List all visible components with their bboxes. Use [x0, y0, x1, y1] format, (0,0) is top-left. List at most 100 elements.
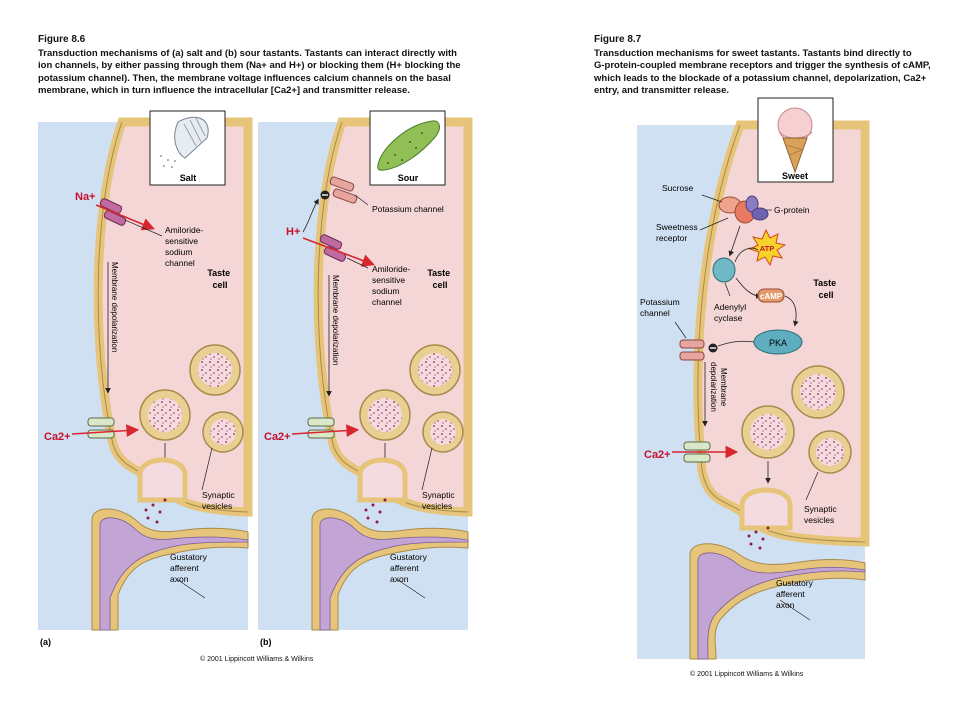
h-arrow — [302, 237, 375, 267]
gustatory-axon-label-a: Gustatory afferent axon — [170, 552, 209, 584]
leader-line — [124, 219, 163, 237]
atp-burst-icon: ATP — [748, 228, 787, 267]
release-site-b — [357, 457, 408, 524]
h-block-arrow — [302, 198, 319, 233]
release-site-a — [137, 457, 188, 524]
release-site-sweet — [739, 487, 793, 550]
sodium-channel-a — [99, 198, 127, 226]
synaptic-vesicles-label-sweet: Synaptic vesicles — [804, 504, 839, 525]
pka-block-line — [717, 340, 755, 347]
caption-line: ion channels, by either passing through … — [38, 60, 461, 72]
g-protein — [745, 195, 769, 221]
gustatory-axon-label-sweet: Gustatory afferent axon — [776, 578, 815, 610]
caption-line: entry, and transmitter release. — [594, 85, 729, 97]
ion-ca-b: Ca2+ — [264, 431, 291, 443]
adenylyl-cyclase — [712, 257, 736, 283]
ca-arrow-a — [71, 424, 140, 437]
potassium-channel-sweet — [679, 339, 705, 361]
block-icon-b — [320, 190, 330, 200]
caption-line: Transduction mechanisms of (a) salt and … — [38, 47, 457, 59]
panel-b-letter: (b) — [260, 637, 272, 647]
figure-8-7-caption: Figure 8.7 Transduction mechanisms for s… — [594, 34, 950, 98]
calcium-channel-sweet — [683, 441, 711, 463]
pickle-icon — [377, 120, 440, 171]
leader-line — [701, 194, 723, 203]
afferent-axon-b — [311, 508, 469, 631]
figure-8-6-number: Figure 8.6 — [38, 34, 86, 45]
ion-h: H+ — [286, 226, 300, 238]
amiloride-label-b: Amiloride- sensitive sodium channel — [372, 264, 413, 307]
atp-label: ATP — [760, 244, 774, 253]
caption-line: Transduction mechanisms for sweet tastan… — [594, 47, 912, 59]
membrane-depolarization-label-a: Membrane depolarization — [110, 262, 119, 352]
vesicle — [189, 344, 241, 396]
vesicle — [791, 365, 845, 419]
panel-b: Potassium channel H+ Amiloride- sensitiv… — [258, 110, 473, 647]
na-arrow — [95, 204, 155, 231]
vesicle — [202, 411, 244, 453]
gprotein-label: G-protein — [774, 205, 810, 215]
salt-label: Salt — [180, 173, 197, 183]
sweet-label: Sweet — [782, 171, 808, 181]
adenylyl-cyclase-label: Adenylyl cyclase — [714, 302, 749, 323]
figure-8-6-caption: Figure 8.6 Transduction mechanisms of (a… — [38, 34, 558, 98]
block-icon-sweet — [708, 343, 718, 353]
vesicle — [139, 389, 191, 441]
taste-cell-label-a: Taste cell — [207, 268, 232, 290]
gprotein-arrow — [728, 225, 741, 257]
leader-line — [201, 447, 213, 491]
afferent-axon-a — [91, 508, 249, 631]
caption-line: potassium channel). Then, the membrane v… — [38, 72, 451, 84]
potassium-channel-b — [329, 176, 358, 204]
pka-arrow — [784, 295, 799, 327]
sour-label: Sour — [398, 173, 419, 183]
taste-cell-label-b: Taste cell — [427, 268, 452, 290]
ice-cream-icon — [777, 107, 813, 174]
potassium-channel-label-b: Potassium channel — [372, 204, 444, 214]
potassium-channel-label-sweet: Potassium channel — [640, 297, 682, 318]
copyright-8-7: © 2001 Lippincott Williams & Wilkins — [690, 671, 804, 678]
sweet-inset: Sweet — [757, 97, 834, 183]
ion-ca-a: Ca2+ — [44, 431, 71, 443]
gustatory-axon-label-b: Gustatory afferent axon — [390, 552, 429, 584]
vesicle — [741, 405, 795, 459]
pka: PKA — [753, 329, 803, 355]
sweetness-receptor-label: Sweetness receptor — [656, 222, 700, 243]
pka-label: PKA — [769, 338, 787, 348]
leader-line — [674, 321, 687, 339]
leader-line — [779, 599, 811, 621]
synaptic-vesicles-label-a: Synaptic vesicles — [202, 490, 237, 511]
leader-line — [699, 217, 729, 231]
panel-sweet: Sucrose G-protein Sweetness receptor ATP… — [637, 97, 870, 660]
ca-arrow-b — [291, 424, 360, 437]
taste-cell-label-sweet: Taste cell — [813, 278, 838, 300]
sucrose-label: Sucrose — [662, 183, 693, 193]
amiloride-label-a: Amiloride- sensitive sodium channel — [165, 225, 206, 268]
leader-line — [397, 579, 426, 599]
salt-inset: Salt — [149, 110, 226, 186]
copyright-8-6: © 2001 Lippincott Williams & Wilkins — [200, 656, 314, 663]
figure-8-7-number: Figure 8.7 — [594, 34, 642, 45]
caption-line: membrane, which in turn influence the in… — [38, 85, 410, 97]
leader-line — [177, 579, 206, 599]
leader-line — [346, 257, 369, 269]
membrane-word: Membrane — [719, 368, 728, 407]
depolarization-word: depolarization — [709, 362, 718, 412]
ion-na: Na+ — [75, 191, 96, 203]
panel-a-letter: (a) — [40, 637, 51, 647]
sour-inset: Sour — [369, 110, 446, 186]
synaptic-vesicles-label-b: Synaptic vesicles — [422, 490, 457, 511]
leader-line — [354, 194, 369, 206]
leader-line — [421, 447, 433, 491]
membrane-depolarization-label-b: Membrane depolarization — [331, 275, 340, 365]
vesicle — [359, 389, 411, 441]
afferent-axon-sweet — [689, 543, 866, 660]
salt-shaker-icon — [160, 116, 209, 168]
camp-label: cAMP — [760, 292, 783, 301]
atp-arrow — [734, 247, 759, 263]
ion-ca-sweet: Ca2+ — [644, 449, 671, 461]
vesicle — [422, 411, 464, 453]
leader-line — [805, 471, 819, 501]
caption-line: G-protein-coupled membrane receptors and… — [594, 60, 931, 72]
